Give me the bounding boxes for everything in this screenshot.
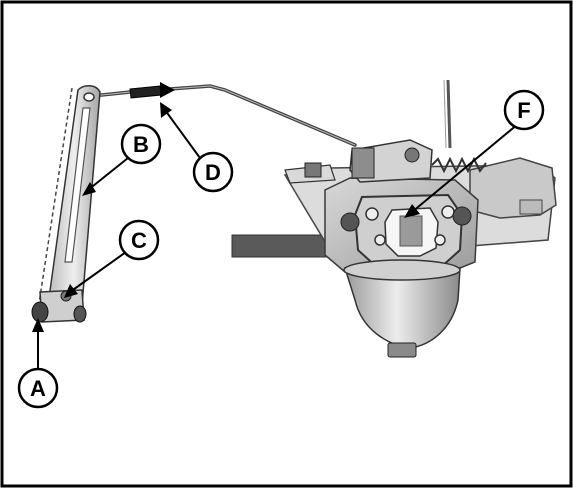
choke-plate	[399, 215, 423, 247]
callout-f-label: F	[517, 98, 530, 123]
lever-dashed-outline	[37, 87, 73, 311]
callout-d-circle	[192, 151, 234, 193]
callout-b: B	[120, 123, 162, 165]
callout-b-label: B	[133, 132, 149, 157]
callout-d: D	[192, 151, 234, 193]
linkage-rod-highlight	[91, 85, 356, 146]
top-screw	[404, 147, 420, 163]
top-needle	[446, 79, 452, 149]
leader-b	[87, 157, 129, 191]
leader-d	[164, 109, 201, 159]
side-nut-right	[452, 206, 472, 226]
arrowhead-d	[160, 102, 172, 118]
leader-c	[69, 251, 127, 293]
side-nut-left	[340, 212, 360, 232]
callout-b-circle	[120, 123, 162, 165]
flange-hole-2	[441, 205, 455, 219]
arrow-d-black	[160, 82, 175, 98]
bracket-tab	[519, 199, 543, 215]
arrowhead-a	[32, 318, 44, 332]
callout-a-circle	[17, 367, 59, 409]
leader-f	[411, 123, 519, 213]
callout-a: A	[17, 367, 59, 409]
lever-slot	[64, 107, 91, 263]
top-linkage-block	[351, 147, 375, 179]
arrowhead-b	[82, 182, 96, 196]
callout-c-circle	[118, 219, 160, 261]
callout-c: C	[118, 219, 160, 261]
bowl-drain-nut	[387, 342, 417, 358]
choke-lever-illustration	[31, 85, 101, 323]
arrowhead-c	[64, 284, 78, 298]
governor-spring	[431, 156, 487, 174]
top-pivot-hole	[83, 92, 95, 102]
flange-hole-1	[365, 207, 379, 221]
top-needle-highlight	[443, 79, 447, 149]
callout-f-circle	[503, 89, 545, 131]
flange-hole-3	[374, 234, 386, 246]
arrowhead-f	[404, 204, 420, 218]
callout-f: F	[503, 89, 545, 131]
pivot-knob-a	[31, 301, 49, 323]
throttle-shaft-bar	[231, 234, 337, 258]
carburetor-illustration	[231, 79, 557, 358]
callout-d-label: D	[205, 160, 221, 185]
callout-a-label: A	[30, 376, 46, 401]
lever-end-knob	[73, 305, 87, 323]
flange-hole-4	[434, 234, 446, 246]
linkage-rod-illustration	[90, 84, 357, 147]
callout-c-label: C	[131, 228, 147, 253]
left-spring-block	[304, 162, 322, 178]
bowl-rim	[343, 259, 461, 281]
